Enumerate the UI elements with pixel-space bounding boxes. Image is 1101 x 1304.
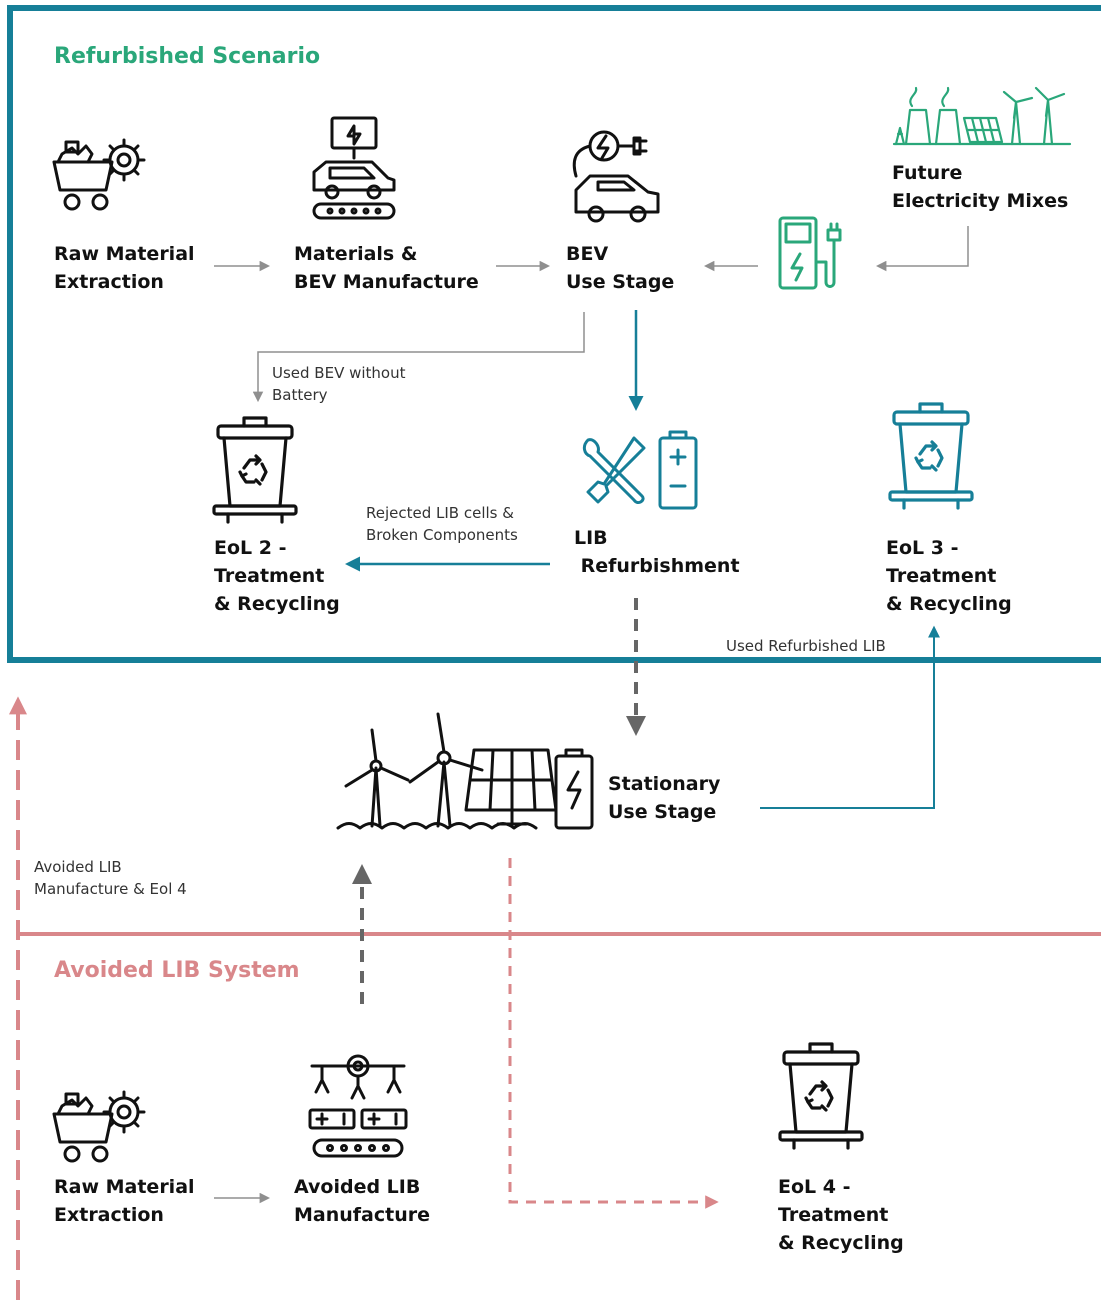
arrow-use-to-eol2 — [252, 312, 585, 403]
avoided-system-title: Avoided LIB System — [54, 958, 300, 983]
mine-cart-icon — [52, 138, 146, 211]
node-bev-manufacture: Materials & BEV Manufacture — [294, 243, 479, 293]
flow-label-used-bev: Used BEV without Battery — [272, 364, 406, 404]
node-eol4: EoL 4 - Treatment & Recycling — [778, 1176, 904, 1254]
tools-battery-icon — [582, 430, 698, 510]
flow-label-avoided-lib-eol4: Avoided LIB Manufacture & Eol 4 — [34, 858, 187, 898]
power-plant-icon — [892, 86, 1072, 146]
arrow-stationary-to-eol3 — [760, 625, 940, 809]
charging-station-icon — [778, 216, 842, 290]
recycle-bin-icon-eol2 — [212, 416, 298, 524]
node-future-electricity-mixes: Future Electricity Mixes — [892, 162, 1069, 212]
battery-factory-icon — [308, 1054, 408, 1158]
flow-label-rejected-cells: Rejected LIB cells & Broken Components — [366, 504, 518, 544]
node-stationary-use-stage: Stationary Use Stage — [608, 773, 721, 823]
renewable-storage-icon — [336, 712, 594, 830]
arrow-electricity-to-station — [875, 226, 969, 272]
recycle-bin-icon-eol4 — [778, 1042, 864, 1150]
ev-charging-icon — [572, 130, 660, 223]
node-eol3: EoL 3 - Treatment & Recycling — [886, 537, 1012, 615]
refurbished-scenario-frame — [7, 5, 1101, 663]
node-eol2: EoL 2 - Treatment & Recycling — [214, 537, 340, 615]
recycle-bin-icon-eol3 — [888, 402, 974, 510]
car-factory-icon — [312, 116, 396, 220]
arrow-stationary-to-eol4 — [508, 858, 719, 1209]
refurbished-scenario-title: Refurbished Scenario — [54, 44, 321, 69]
mine-cart-icon-2 — [52, 1090, 146, 1163]
node-avoided-lib-manufacture: Avoided LIB Manufacture — [294, 1176, 430, 1226]
node-raw-material-extraction-2: Raw Material Extraction — [54, 1176, 195, 1226]
node-bev-use-stage: BEV Use Stage — [566, 243, 675, 293]
node-raw-material-extraction: Raw Material Extraction — [54, 243, 195, 293]
flow-label-used-refurbished-lib: Used Refurbished LIB — [726, 637, 886, 655]
node-lib-refurbishment: LIB Refurbishment — [574, 527, 740, 577]
